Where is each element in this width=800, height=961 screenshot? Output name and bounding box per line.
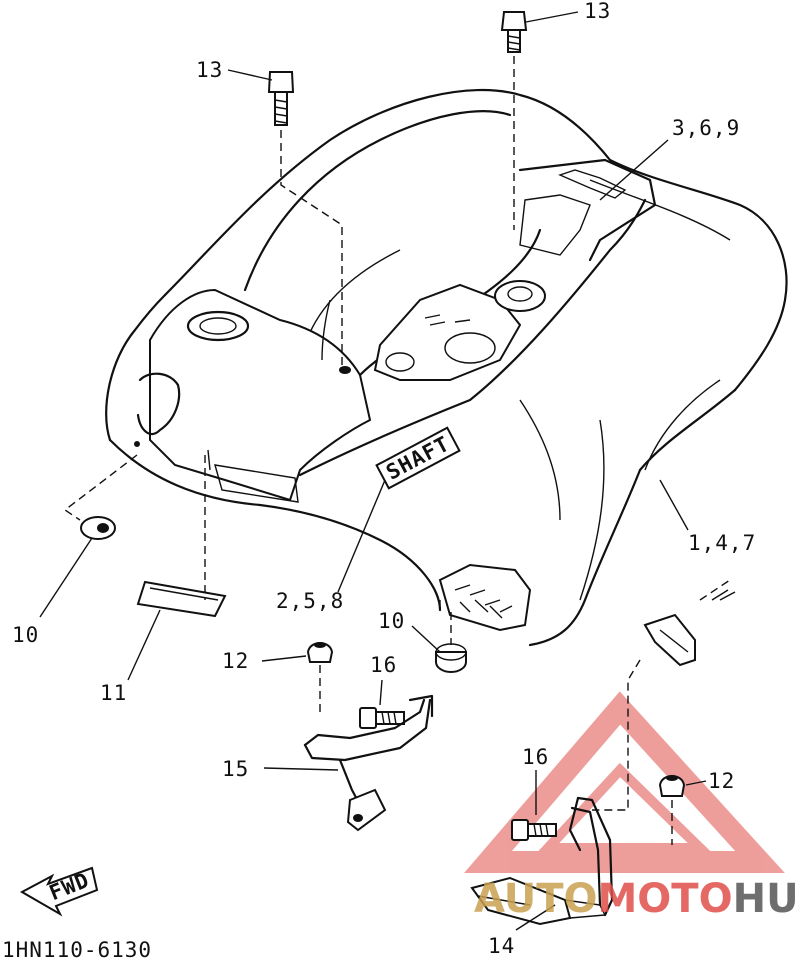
label-2-5-8: 2,5,8 (276, 589, 344, 613)
label-16-left: 16 (370, 653, 397, 677)
cushion-10-left (80, 516, 116, 540)
bracket-14 (470, 796, 614, 926)
label-10-right: 10 (378, 609, 405, 633)
label-16-right: 16 (522, 745, 549, 769)
label-1-4-7: 1,4,7 (688, 531, 756, 555)
cushion-10-left-path (63, 454, 138, 521)
grommet-12-left (306, 642, 334, 663)
part-labels: 13 13 3,6,9 1,4,7 2,5,8 10 10 11 12 12 1… (12, 0, 756, 958)
label-14: 14 (488, 934, 515, 958)
drawing-code: 1HN110-6130 (2, 938, 152, 961)
grommet-12-right (658, 775, 686, 797)
cushion-10-right (435, 643, 467, 673)
watermark-logo (464, 691, 785, 873)
watermark-word-hub: HUB (733, 876, 800, 922)
watermark-text: AUTOMOTOHUB (474, 876, 800, 922)
label-11: 11 (100, 681, 127, 705)
label-10-left: 10 (12, 623, 39, 647)
label-15: 15 (222, 757, 249, 781)
bolt-16-left (359, 707, 405, 729)
leader-lines (39, 11, 707, 931)
rear-fender (105, 88, 788, 647)
label-3-6-9: 3,6,9 (672, 116, 740, 140)
front-tank-section (134, 288, 372, 503)
bracket-15 (303, 694, 434, 832)
label-12-right: 12 (708, 769, 735, 793)
shaft-decal-text: SHAFT (382, 431, 454, 484)
panel-11 (136, 580, 227, 618)
fender-mount-bracket (592, 579, 736, 811)
label-13-left: 13 (196, 58, 223, 82)
bolt-13-top (500, 11, 528, 53)
svg-text:AUTOMOTOHUB: AUTOMOTOHUB (474, 876, 800, 922)
watermark-word-auto: AUTO (474, 876, 598, 922)
bolt-13-left-path (280, 130, 343, 365)
watermark-word-moto: MOTO (598, 876, 733, 922)
label-12-left: 12 (222, 649, 249, 673)
fwd-arrow: FWD (19, 866, 99, 917)
shaft-decal: SHAFT (375, 426, 461, 490)
label-13-top: 13 (584, 0, 611, 23)
bolt-16-right (511, 819, 557, 841)
bolt-13-left (267, 71, 295, 126)
center-console (298, 158, 657, 477)
